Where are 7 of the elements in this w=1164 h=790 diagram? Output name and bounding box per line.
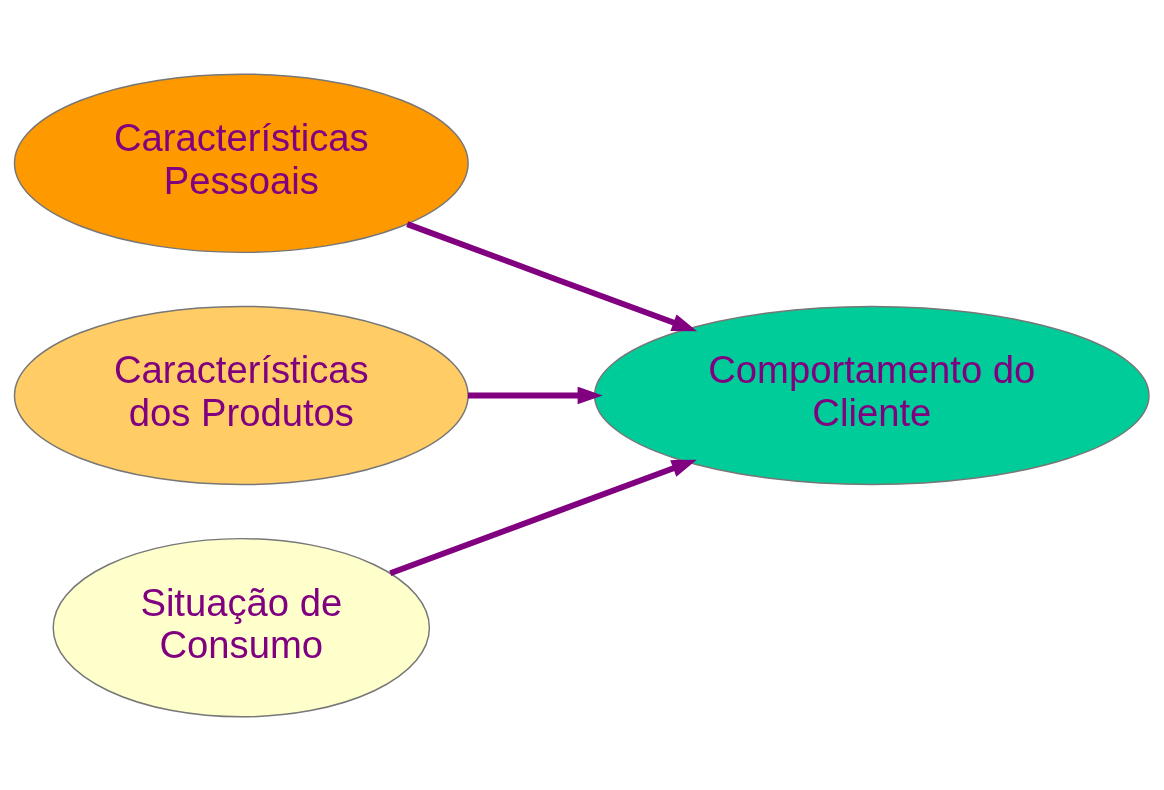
node-ellipse: Características dos Produtos	[13, 305, 469, 485]
arrow	[389, 459, 697, 576]
node-ellipse: Situação de Consumo	[52, 537, 431, 718]
arrow	[468, 386, 603, 404]
arrow	[406, 220, 697, 331]
node-ellipse: Características Pessoais	[13, 72, 469, 253]
node-ellipse: Comportamento do Cliente	[593, 305, 1150, 485]
